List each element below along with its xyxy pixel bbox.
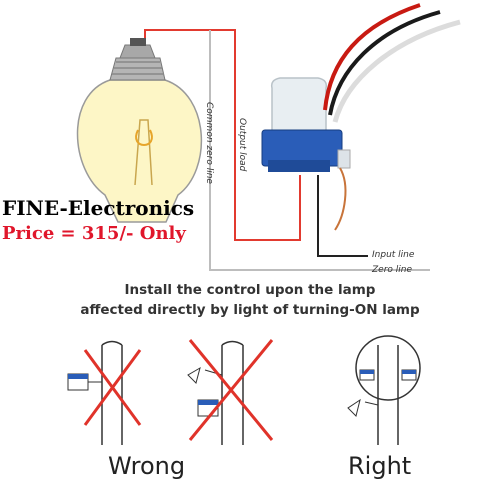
sensor-black-lead xyxy=(328,10,441,116)
instruction-text: Install the control upon the lamp affect… xyxy=(0,280,500,320)
output-load-wire xyxy=(144,29,301,241)
output-load-label: Output load xyxy=(237,118,247,172)
right-label: Right xyxy=(348,452,412,480)
input-line-wire xyxy=(317,175,368,257)
wrong-example-1 xyxy=(67,340,142,445)
brand-label: FINE-Electronics xyxy=(2,196,195,220)
zero-line-label: Zero line xyxy=(372,265,413,275)
common-zero-line-label: Common zero line xyxy=(204,102,214,184)
instruction-line-2: affected directly by light of turning-ON… xyxy=(80,302,420,318)
input-line-label: Input line xyxy=(372,250,415,260)
light-bulb xyxy=(76,38,203,223)
price-label: Price = 315/- Only xyxy=(2,223,186,244)
sensor-red-lead xyxy=(323,3,421,111)
sensor-white-lead xyxy=(332,19,461,123)
photocell-sensor xyxy=(261,77,351,231)
wrong-label: Wrong xyxy=(108,452,186,480)
instruction-line-1: Install the control upon the lamp xyxy=(124,282,376,298)
wrong-example-2 xyxy=(187,339,274,445)
common-zero-wire xyxy=(209,30,430,271)
right-example xyxy=(347,335,421,445)
